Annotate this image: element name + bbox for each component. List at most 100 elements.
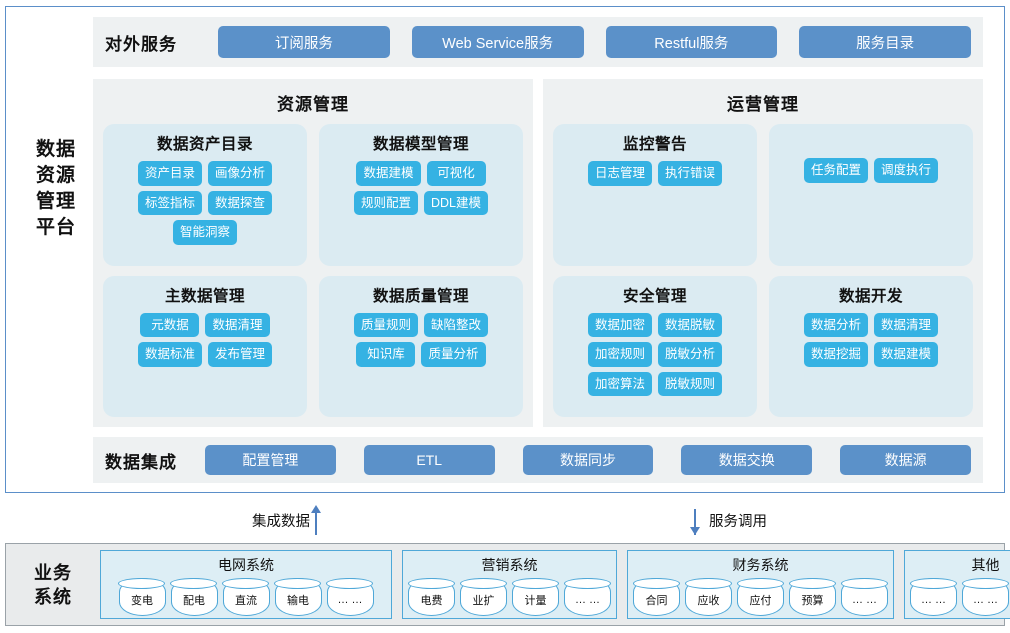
tag-quality-rule[interactable]: 质量规则 bbox=[353, 312, 418, 337]
integration-button-config-management[interactable]: 配置管理 bbox=[205, 445, 336, 475]
card-task-scheduling: 任务配置 调度执行 bbox=[769, 124, 973, 266]
external-service-button-subscription[interactable]: 订阅服务 bbox=[218, 26, 390, 58]
tag-data-analysis[interactable]: 数据分析 bbox=[803, 312, 868, 337]
tag-encryption-rule[interactable]: 加密规则 bbox=[587, 342, 652, 367]
database-icon-electricity-fee[interactable]: 电费 bbox=[407, 577, 455, 616]
tag-encryption-algorithm[interactable]: 加密算法 bbox=[587, 371, 652, 396]
platform-title-line-4: 平台 bbox=[35, 217, 76, 238]
card-data-quality-management: 数据质量管理 质量规则 缺陷整改 知识库 质量分析 bbox=[319, 275, 523, 417]
integration-button-data-exchange[interactable]: 数据交换 bbox=[681, 445, 813, 475]
tag-schedule-execution[interactable]: 调度执行 bbox=[874, 158, 939, 183]
database-icon-contract[interactable]: 合同 bbox=[632, 577, 680, 616]
database-icon-more-finance[interactable]: … … bbox=[840, 577, 888, 616]
tag-log-management[interactable]: 日志管理 bbox=[587, 161, 652, 186]
management-panels: 资源管理 数据资产目录 资产目录 画像分析 标签指标 数据探查 智能洞察 数据模… bbox=[93, 79, 983, 427]
integration-button-data-sync[interactable]: 数据同步 bbox=[522, 445, 654, 475]
arrow-up-icon bbox=[310, 505, 322, 535]
tag-group-master-data-management: 元数据 数据清理 数据标准 发布管理 bbox=[113, 312, 297, 367]
database-icon-other-1[interactable]: … … bbox=[909, 577, 957, 616]
tag-profile-analysis[interactable]: 画像分析 bbox=[208, 161, 273, 186]
tag-group-data-quality-management: 质量规则 缺陷整改 知识库 质量分析 bbox=[329, 312, 513, 367]
card-data-development: 数据开发 数据分析 数据清理 数据挖掘 数据建模 bbox=[769, 275, 973, 417]
external-service-button-restful[interactable]: Restful服务 bbox=[605, 26, 778, 58]
card-master-data-management: 主数据管理 元数据 数据清理 数据标准 发布管理 bbox=[103, 275, 307, 417]
data-integration-bar: 数据集成 配置管理 ETL 数据同步 数据交换 数据源 bbox=[93, 437, 983, 483]
card-title-data-model-management: 数据模型管理 bbox=[372, 136, 469, 153]
business-systems-title: 业务 系统 bbox=[14, 561, 92, 609]
database-icon-more-grid[interactable]: … … bbox=[326, 577, 374, 616]
data-integration-button-group: 配置管理 ETL 数据同步 数据交换 数据源 bbox=[205, 445, 983, 475]
tag-data-cleaning-dev[interactable]: 数据清理 bbox=[874, 312, 939, 337]
business-systems-frame: 业务 系统 电网系统 变电 配电 直流 输电 … … 营销系统 电费 业扩 bbox=[5, 543, 1010, 626]
card-title-data-quality-management: 数据质量管理 bbox=[372, 287, 469, 305]
tag-label-metric[interactable]: 标签指标 bbox=[137, 190, 202, 215]
database-icon-budget[interactable]: 预算 bbox=[788, 577, 836, 616]
tag-task-config[interactable]: 任务配置 bbox=[803, 158, 868, 183]
tag-group-data-development: 数据分析 数据清理 数据挖掘 数据建模 bbox=[779, 312, 963, 367]
external-service-button-webservice[interactable]: Web Service服务 bbox=[411, 26, 584, 58]
database-list-power-grid: 变电 配电 直流 输电 … … bbox=[106, 577, 386, 616]
card-title-monitoring-alert: 监控警告 bbox=[622, 136, 687, 153]
tag-smart-insight[interactable]: 智能洞察 bbox=[172, 220, 237, 245]
card-security-management: 安全管理 数据加密 数据脱敏 加密规则 脱敏分析 加密算法 脱敏规则 bbox=[553, 275, 757, 417]
connector-label-integrate-data: 集成数据 bbox=[252, 513, 310, 530]
tag-asset-catalog[interactable]: 资产目录 bbox=[137, 161, 202, 186]
business-group-other: 其他 … … … … … … bbox=[904, 550, 1010, 619]
tag-data-encryption[interactable]: 数据加密 bbox=[587, 312, 652, 337]
card-title-data-development: 数据开发 bbox=[838, 287, 903, 305]
database-icon-receivable[interactable]: 应收 bbox=[684, 577, 732, 616]
panel-grid-resource-management: 数据资产目录 资产目录 画像分析 标签指标 数据探查 智能洞察 数据模型管理 数… bbox=[103, 124, 523, 417]
database-list-other: … … … … … … bbox=[909, 577, 1010, 616]
tag-data-masking[interactable]: 数据脱敏 bbox=[658, 312, 723, 337]
tag-knowledge-base[interactable]: 知识库 bbox=[356, 342, 416, 367]
tag-visualization[interactable]: 可视化 bbox=[426, 161, 486, 186]
database-icon-substation[interactable]: 变电 bbox=[118, 577, 166, 616]
panel-resource-management: 资源管理 数据资产目录 资产目录 画像分析 标签指标 数据探查 智能洞察 数据模… bbox=[93, 79, 533, 427]
database-icon-business-expansion[interactable]: 业扩 bbox=[459, 577, 507, 616]
tag-quality-analysis[interactable]: 质量分析 bbox=[421, 342, 486, 367]
tag-metadata[interactable]: 元数据 bbox=[140, 312, 200, 337]
external-services-button-group: 订阅服务 Web Service服务 Restful服务 服务目录 bbox=[218, 26, 983, 58]
tag-masking-rule[interactable]: 脱敏规则 bbox=[658, 371, 723, 396]
database-icon-dc[interactable]: 直流 bbox=[222, 577, 270, 616]
tag-rule-config[interactable]: 规则配置 bbox=[353, 190, 418, 215]
data-integration-title: 数据集成 bbox=[105, 452, 177, 472]
external-services-title: 对外服务 bbox=[105, 34, 177, 54]
tag-masking-analysis[interactable]: 脱敏分析 bbox=[658, 342, 723, 367]
database-icon-payable[interactable]: 应付 bbox=[736, 577, 784, 616]
business-group-title-finance: 财务系统 bbox=[732, 557, 789, 573]
database-icon-transmission[interactable]: 输电 bbox=[274, 577, 322, 616]
business-group-power-grid: 电网系统 变电 配电 直流 输电 … … bbox=[100, 550, 392, 619]
tag-group-data-asset-catalog: 资产目录 画像分析 标签指标 数据探查 智能洞察 bbox=[113, 161, 297, 245]
tag-ddl-modeling[interactable]: DDL建模 bbox=[424, 190, 489, 215]
card-title-task-scheduling bbox=[779, 132, 963, 151]
tag-execution-error[interactable]: 执行错误 bbox=[658, 161, 723, 186]
database-icon-more-marketing[interactable]: … … bbox=[563, 577, 611, 616]
database-icon-distribution[interactable]: 配电 bbox=[170, 577, 218, 616]
tag-data-exploration[interactable]: 数据探查 bbox=[208, 190, 273, 215]
database-icon-metering[interactable]: 计量 bbox=[511, 577, 559, 616]
external-service-button-catalog[interactable]: 服务目录 bbox=[799, 26, 971, 58]
business-group-title-power-grid: 电网系统 bbox=[218, 557, 274, 573]
integration-button-data-source[interactable]: 数据源 bbox=[840, 445, 971, 475]
tag-data-modeling-dev[interactable]: 数据建模 bbox=[874, 342, 939, 367]
database-icon-other-2[interactable]: … … bbox=[961, 577, 1009, 616]
platform-title-line-1: 数据 bbox=[35, 139, 76, 160]
business-systems-title-line-2: 系统 bbox=[34, 586, 72, 607]
database-list-finance: 合同 应收 应付 预算 … … bbox=[632, 577, 888, 616]
tag-defect-rectification[interactable]: 缺陷整改 bbox=[424, 312, 489, 337]
external-services-bar: 对外服务 订阅服务 Web Service服务 Restful服务 服务目录 bbox=[93, 17, 983, 67]
card-data-asset-catalog: 数据资产目录 资产目录 画像分析 标签指标 数据探查 智能洞察 bbox=[103, 124, 307, 266]
tag-data-cleaning[interactable]: 数据清理 bbox=[205, 312, 270, 337]
tag-group-data-model-management: 数据建模 可视化 规则配置 DDL建模 bbox=[329, 161, 513, 215]
panel-title-operation-management: 运营管理 bbox=[727, 95, 799, 114]
card-title-security-management: 安全管理 bbox=[622, 287, 687, 305]
tag-data-mining[interactable]: 数据挖掘 bbox=[803, 342, 868, 367]
tag-publish-management[interactable]: 发布管理 bbox=[208, 342, 273, 367]
connector-label-service-invoke: 服务调用 bbox=[709, 513, 767, 530]
tag-data-modeling[interactable]: 数据建模 bbox=[356, 161, 421, 186]
platform-title: 数据 资源 管理 平台 bbox=[16, 137, 96, 241]
integration-button-etl[interactable]: ETL bbox=[363, 445, 495, 475]
tag-data-standard[interactable]: 数据标准 bbox=[137, 342, 202, 367]
panel-grid-operation-management: 监控警告 日志管理 执行错误 任务配置 调度执行 安全管理 bbox=[553, 124, 973, 417]
